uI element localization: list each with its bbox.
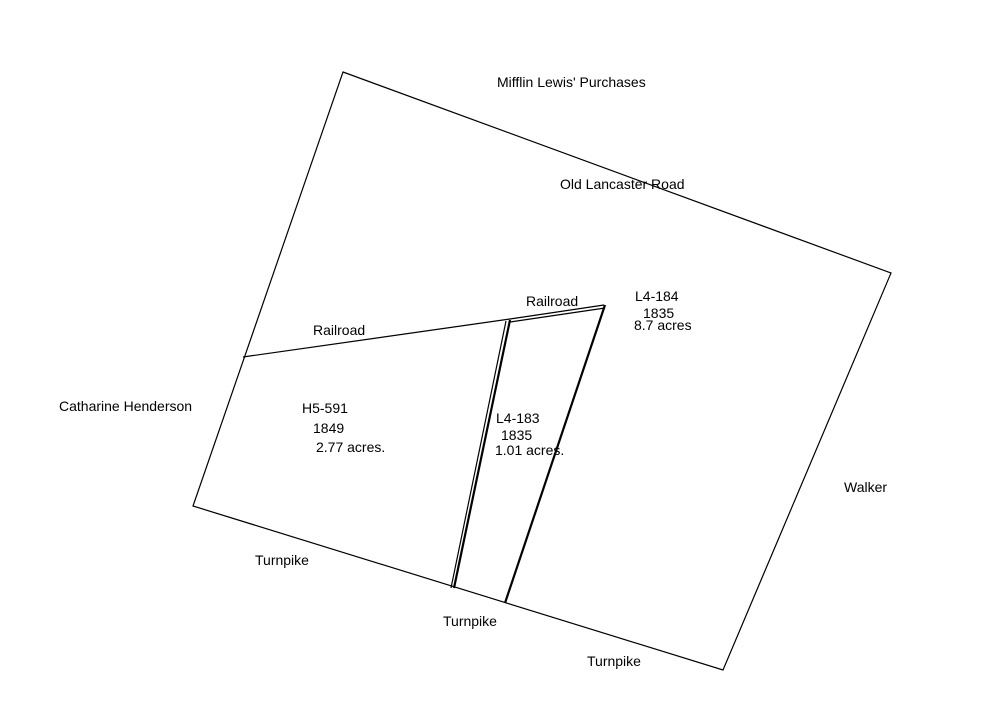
label-old-lancaster-road: Old Lancaster Road (560, 176, 685, 192)
label-turnpike-left: Turnpike (255, 552, 309, 568)
label-catharine-henderson: Catharine Henderson (59, 398, 192, 414)
outer-tract-boundary (192, 71, 892, 671)
railroad-line (242, 304, 605, 358)
parcel-l4-183-year: 1835 (501, 427, 532, 443)
parcel-l4-183-area: 1.01 acres. (495, 442, 564, 458)
parcel-h5-591-id: H5-591 (302, 400, 348, 416)
railroad-line-double (509, 307, 606, 323)
label-mifflin-lewis-purchases: Mifflin Lewis' Purchases (497, 74, 646, 90)
label-turnpike-right: Turnpike (587, 653, 641, 669)
parcel-l4-184-area: 8.7 acres (634, 317, 692, 333)
label-railroad-upper: Railroad (526, 293, 578, 309)
parcel-l4-184-year: 1835 (643, 305, 674, 321)
parcel-division-l4-183-west-inner (450, 320, 507, 589)
label-walker: Walker (844, 479, 887, 495)
parcel-division-l4-183-west (452, 319, 512, 589)
parcel-h5-591-year: 1849 (313, 420, 344, 436)
parcel-h5-591-area: 2.77 acres. (316, 439, 385, 455)
parcel-division-l4-183-east (503, 304, 607, 604)
label-turnpike-center: Turnpike (443, 613, 497, 629)
label-railroad-left: Railroad (313, 322, 365, 338)
parcel-l4-184-id: L4-184 (635, 288, 679, 304)
parcel-l4-183-id: L4-183 (496, 410, 540, 426)
